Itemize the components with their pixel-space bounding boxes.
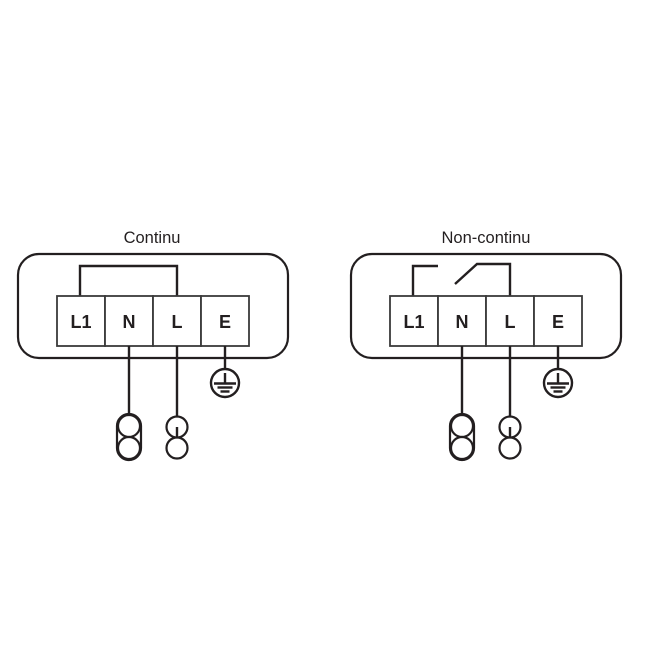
- jumper-link-continuous: [78, 264, 179, 296]
- earth-ground-icon: [542, 367, 574, 399]
- terminal-label-l: L: [172, 312, 183, 332]
- earth-ground-icon: [209, 367, 241, 399]
- line-lead-end: [165, 415, 189, 460]
- diagram-title-non-continu: Non-continu: [442, 229, 531, 247]
- terminal-label-l1: L1: [70, 312, 91, 332]
- diagram-non-continu: Non-continu L1 N L E: [349, 229, 623, 462]
- terminal-label-l1: L1: [403, 312, 424, 332]
- terminal-label-e: E: [219, 312, 231, 332]
- terminal-label-n: N: [456, 312, 469, 332]
- switch-fixed-contact-left: [411, 264, 438, 296]
- terminal-label-e: E: [552, 312, 564, 332]
- neutral-lead-end: [115, 412, 143, 462]
- switch-blade-right: [454, 262, 512, 296]
- terminal-label-l: L: [505, 312, 516, 332]
- diagram-title-continu: Continu: [124, 229, 181, 247]
- terminal-box-l1: [56, 295, 106, 347]
- diagram-continu: Continu L1 N L E: [16, 229, 290, 462]
- terminal-box-l: [152, 295, 202, 347]
- neutral-lead-end: [448, 412, 476, 462]
- terminal-box-e: [533, 295, 583, 347]
- terminal-box-n: [437, 295, 487, 347]
- line-lead-end: [498, 415, 522, 460]
- terminal-label-n: N: [123, 312, 136, 332]
